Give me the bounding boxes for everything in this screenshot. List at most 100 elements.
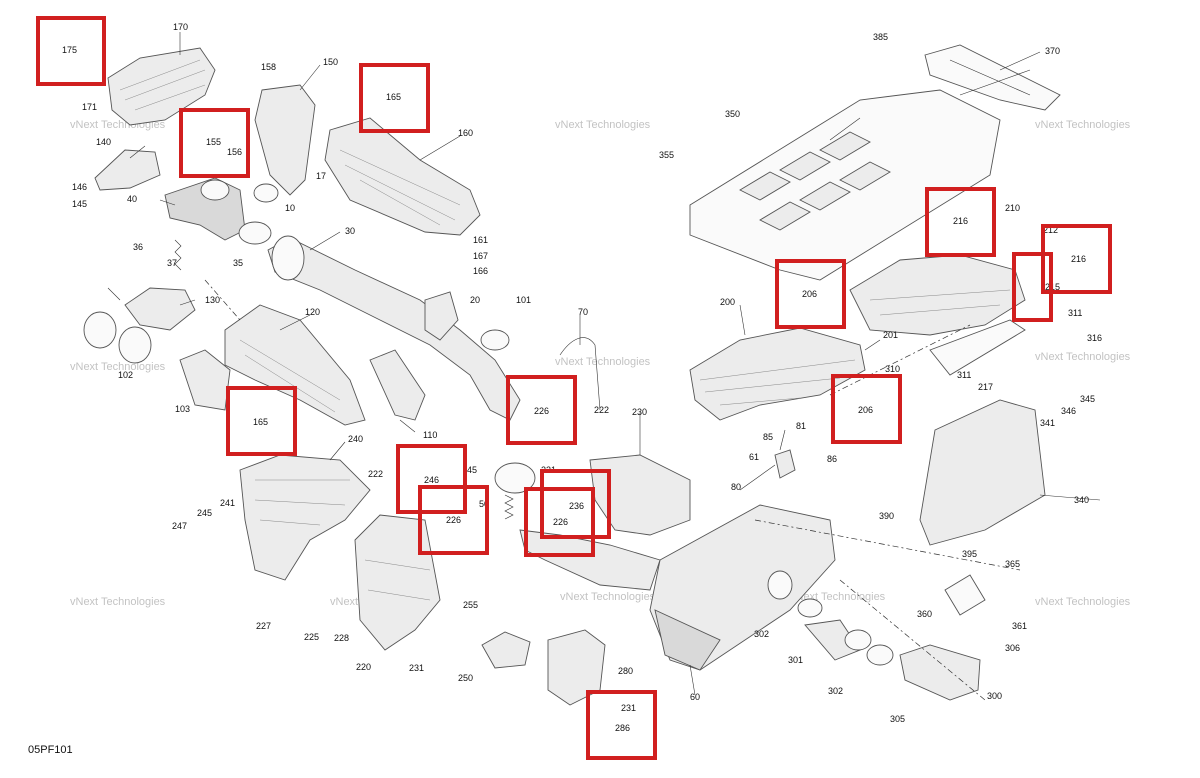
callout-226-b: 226 bbox=[553, 517, 568, 527]
callout-225: 225 bbox=[304, 632, 319, 642]
callout-395: 395 bbox=[962, 549, 977, 559]
gasket-102 bbox=[118, 326, 152, 364]
callout-341: 341 bbox=[1040, 418, 1055, 428]
callout-231: 231 bbox=[409, 663, 424, 673]
callout-60: 60 bbox=[690, 692, 700, 702]
heat-shield-110 bbox=[369, 349, 426, 421]
highlight-box-226 bbox=[506, 375, 577, 445]
watermark: vNext Technologies bbox=[70, 596, 166, 608]
callout-61: 61 bbox=[749, 452, 759, 462]
shield-140 bbox=[94, 149, 161, 191]
callout-86: 86 bbox=[827, 454, 837, 464]
callout-85: 85 bbox=[763, 432, 773, 442]
callout-20: 20 bbox=[470, 295, 480, 305]
gasket-101 bbox=[83, 311, 117, 349]
callout-171: 171 bbox=[82, 102, 97, 112]
watermark: vNext Technologies bbox=[1035, 119, 1131, 131]
watermark: vNext Technologies bbox=[1035, 596, 1131, 608]
callout-250: 250 bbox=[458, 673, 473, 683]
callout-166: 166 bbox=[473, 266, 488, 276]
callout-50: 50 bbox=[479, 499, 489, 509]
bracket-150 bbox=[254, 84, 316, 196]
callout-217: 217 bbox=[978, 382, 993, 392]
callout-306: 306 bbox=[1005, 643, 1020, 653]
callout-227: 227 bbox=[256, 621, 271, 631]
callout-280: 280 bbox=[618, 666, 633, 676]
callout-150: 150 bbox=[323, 57, 338, 67]
callout-45: 45 bbox=[467, 465, 477, 475]
callout-247: 247 bbox=[172, 521, 187, 531]
highlight-box-216-b bbox=[1041, 224, 1112, 294]
callout-246: 246 bbox=[424, 475, 439, 485]
callout-302-b: 302 bbox=[828, 686, 843, 696]
callout-labels: 175 170 171 158 150 165 160 155 156 140 … bbox=[62, 22, 1102, 733]
highlight-box-165 bbox=[359, 63, 430, 133]
callout-158: 158 bbox=[261, 62, 276, 72]
callout-226: 226 bbox=[446, 515, 461, 525]
callout-216: 216 bbox=[953, 216, 968, 226]
callout-10: 10 bbox=[285, 203, 295, 213]
callout-345: 345 bbox=[1080, 394, 1095, 404]
callout-155: 155 bbox=[206, 137, 221, 147]
heat-shield-340 bbox=[919, 399, 1046, 546]
callout-156: 156 bbox=[227, 147, 242, 157]
callout-311: 311 bbox=[1068, 308, 1082, 318]
callout-300: 300 bbox=[987, 691, 1002, 701]
gasket-302 bbox=[844, 629, 872, 651]
highlight-box-165-b bbox=[226, 386, 297, 456]
leader-lines bbox=[107, 32, 1101, 696]
callout-170: 170 bbox=[173, 22, 188, 32]
highlight-box-226-c bbox=[524, 487, 595, 557]
callout-200: 200 bbox=[720, 297, 735, 307]
callout-240: 240 bbox=[348, 434, 363, 444]
highlight-box-246 bbox=[396, 444, 467, 514]
callout-385: 385 bbox=[873, 32, 888, 42]
callout-210: 210 bbox=[1005, 203, 1020, 213]
callout-355: 355 bbox=[659, 150, 674, 160]
callout-102: 102 bbox=[118, 370, 133, 380]
callout-310: 310 bbox=[885, 364, 900, 374]
highlight-box-226-b bbox=[418, 485, 489, 555]
callout-161: 161 bbox=[473, 235, 488, 245]
spring-50 bbox=[504, 494, 514, 520]
watermark: vNext Technologies bbox=[555, 356, 651, 368]
callout-206-b: 206 bbox=[858, 405, 873, 415]
callout-35: 35 bbox=[233, 258, 243, 268]
callout-286: 286 bbox=[615, 723, 630, 733]
callout-220: 220 bbox=[356, 662, 371, 672]
callout-165-b: 165 bbox=[253, 417, 268, 427]
parts bbox=[83, 44, 1061, 706]
callout-370: 370 bbox=[1045, 46, 1060, 56]
callout-81: 81 bbox=[796, 421, 806, 431]
callout-236: 236 bbox=[569, 501, 584, 511]
callout-130: 130 bbox=[205, 295, 220, 305]
skid-plate-350 bbox=[689, 89, 1001, 281]
callout-201: 201 bbox=[883, 330, 898, 340]
highlight-box-231 bbox=[586, 690, 657, 760]
highlight-box-206-b bbox=[831, 374, 902, 444]
heat-shield-230 bbox=[589, 454, 691, 536]
callout-226-c: 226 bbox=[534, 406, 549, 416]
bracket-80 bbox=[774, 449, 796, 479]
bracket-250 bbox=[481, 631, 531, 669]
highlight-box-206 bbox=[775, 259, 846, 329]
callout-36: 36 bbox=[133, 242, 143, 252]
watermark: vNext Technologies bbox=[560, 591, 656, 603]
gasket-10 bbox=[253, 183, 279, 203]
flange-20 bbox=[424, 291, 459, 341]
heat-shield-240 bbox=[239, 454, 371, 581]
callout-103: 103 bbox=[175, 404, 190, 414]
callout-231-b: 231 bbox=[621, 703, 636, 713]
callout-160: 160 bbox=[458, 128, 473, 138]
highlight-box-175 bbox=[36, 16, 106, 86]
callout-212: 212 bbox=[1043, 225, 1058, 235]
callout-316: 316 bbox=[1087, 333, 1102, 343]
bracket-311 bbox=[929, 319, 1026, 376]
callout-301: 301 bbox=[788, 655, 803, 665]
callout-360: 360 bbox=[917, 609, 932, 619]
gasket-45 bbox=[494, 462, 536, 494]
highlight-box-155 bbox=[179, 108, 250, 178]
shield-103 bbox=[179, 349, 231, 411]
callout-305: 305 bbox=[890, 714, 905, 724]
